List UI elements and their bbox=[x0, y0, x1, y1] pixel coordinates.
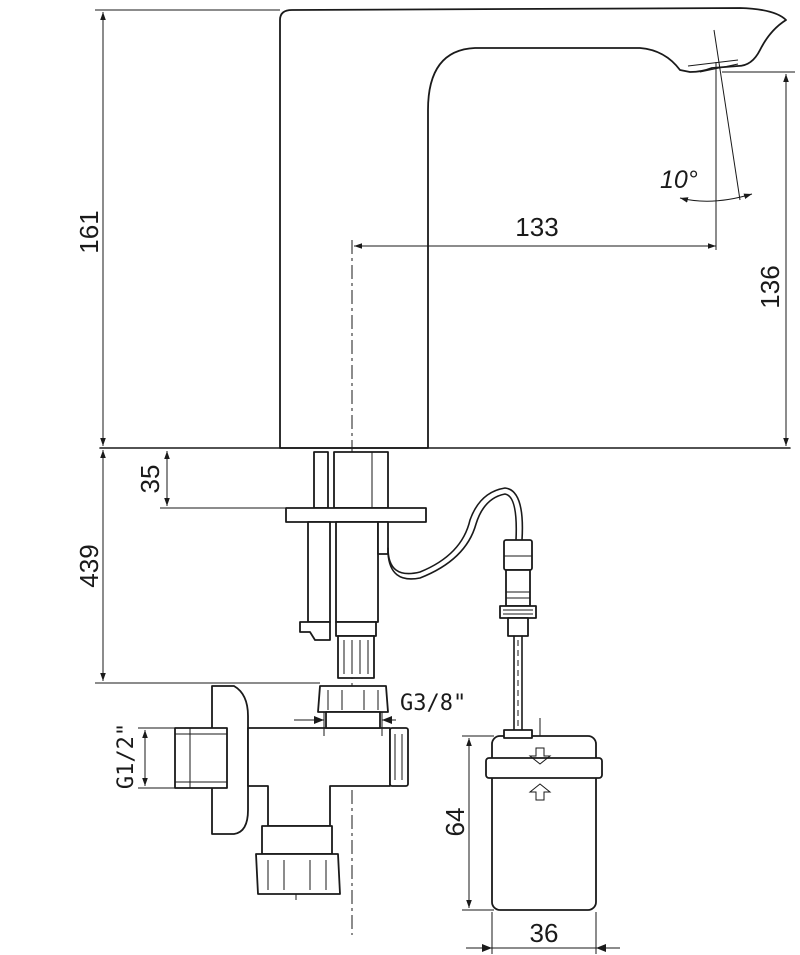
shank-assembly bbox=[285, 451, 427, 679]
dim-inlet-thread: G3/8" bbox=[294, 691, 466, 736]
dim-overall-height: 161 bbox=[74, 9, 280, 446]
dim-label-136: 136 bbox=[755, 265, 785, 308]
control-box bbox=[485, 718, 603, 911]
dim-label-35: 35 bbox=[135, 465, 165, 494]
dim-spray-angle: 10° bbox=[660, 29, 753, 204]
dim-label-36: 36 bbox=[530, 918, 559, 948]
dim-label-64: 64 bbox=[440, 808, 470, 837]
dim-base-thickness: 35 bbox=[135, 451, 290, 509]
sensor-cable bbox=[387, 487, 537, 731]
angle-valve bbox=[174, 685, 409, 900]
dim-label-10deg: 10° bbox=[660, 166, 698, 194]
dim-spout-height: 136 bbox=[722, 71, 795, 446]
dim-label-133: 133 bbox=[515, 212, 558, 242]
dim-box-width: 36 bbox=[466, 912, 620, 954]
faucet-body bbox=[279, 7, 787, 449]
dim-supply-thread: G1/2" bbox=[114, 723, 178, 789]
dim-label-439: 439 bbox=[74, 544, 104, 587]
dim-box-height: 64 bbox=[440, 735, 494, 911]
dim-label-g12: G1/2" bbox=[114, 723, 139, 789]
dim-label-161: 161 bbox=[74, 210, 104, 253]
dim-below-deck: 439 bbox=[74, 450, 320, 684]
dim-label-g38: G3/8" bbox=[400, 691, 466, 716]
